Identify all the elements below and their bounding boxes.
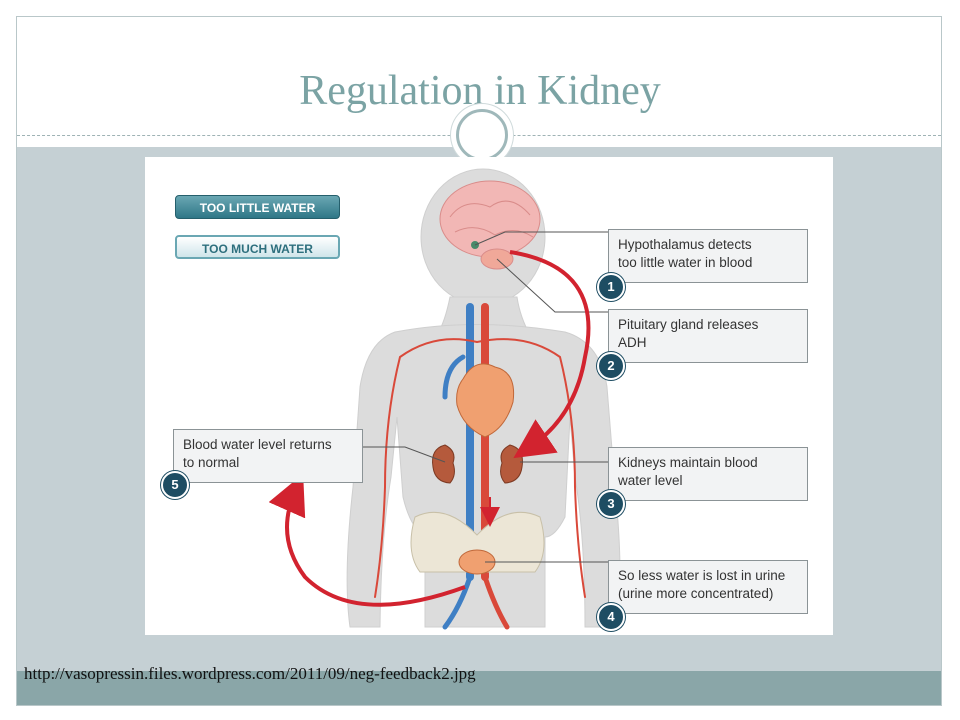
divider-ring-ornament	[456, 109, 508, 161]
callout-step-4: So less water is lost in urine (urine mo…	[608, 560, 808, 614]
feedback-arrow-down	[509, 250, 591, 459]
callout-step-5: Blood water level returns to normal	[173, 429, 363, 483]
callout-step-1-line1: Hypothalamus detects	[618, 237, 752, 252]
callout-step-2-line2: ADH	[618, 335, 647, 350]
legend-too-little-water: TOO LITTLE WATER	[175, 195, 340, 219]
callout-step-2: Pituitary gland releases ADH	[608, 309, 808, 363]
step-badge-1: 1	[597, 273, 625, 301]
step-badge-4: 4	[597, 603, 625, 631]
step-badge-2: 2	[597, 352, 625, 380]
callout-step-2-line1: Pituitary gland releases	[618, 317, 759, 332]
pelvis	[410, 511, 545, 575]
callout-step-5-line2: to normal	[183, 455, 240, 470]
callout-leaders	[363, 231, 608, 563]
callout-step-3-line2: water level	[618, 473, 683, 488]
step-badge-3: 3	[597, 490, 625, 518]
legend-too-much-water: TOO MUCH WATER	[175, 235, 340, 259]
source-url: http://vasopressin.files.wordpress.com/2…	[24, 664, 476, 683]
callout-step-4-line2: (urine more concentrated)	[618, 586, 774, 601]
body-illustration	[268, 168, 621, 630]
step-badge-5: 5	[161, 471, 189, 499]
callout-step-5-line1: Blood water level returns	[183, 437, 332, 452]
callout-step-3: Kidneys maintain blood water level	[608, 447, 808, 501]
feedback-diagram: TOO LITTLE WATER TOO MUCH WATER Hypothal…	[145, 157, 833, 635]
callout-step-1-line2: too little water in blood	[618, 255, 753, 270]
heart	[456, 363, 515, 438]
callout-step-1: Hypothalamus detects too little water in…	[608, 229, 808, 283]
callout-step-3-line1: Kidneys maintain blood	[618, 455, 758, 470]
footer-band	[17, 671, 941, 705]
slide-title: Regulation in Kidney	[299, 68, 661, 114]
feedback-arrow-return	[268, 473, 466, 607]
callout-step-4-line1: So less water is lost in urine	[618, 568, 786, 583]
